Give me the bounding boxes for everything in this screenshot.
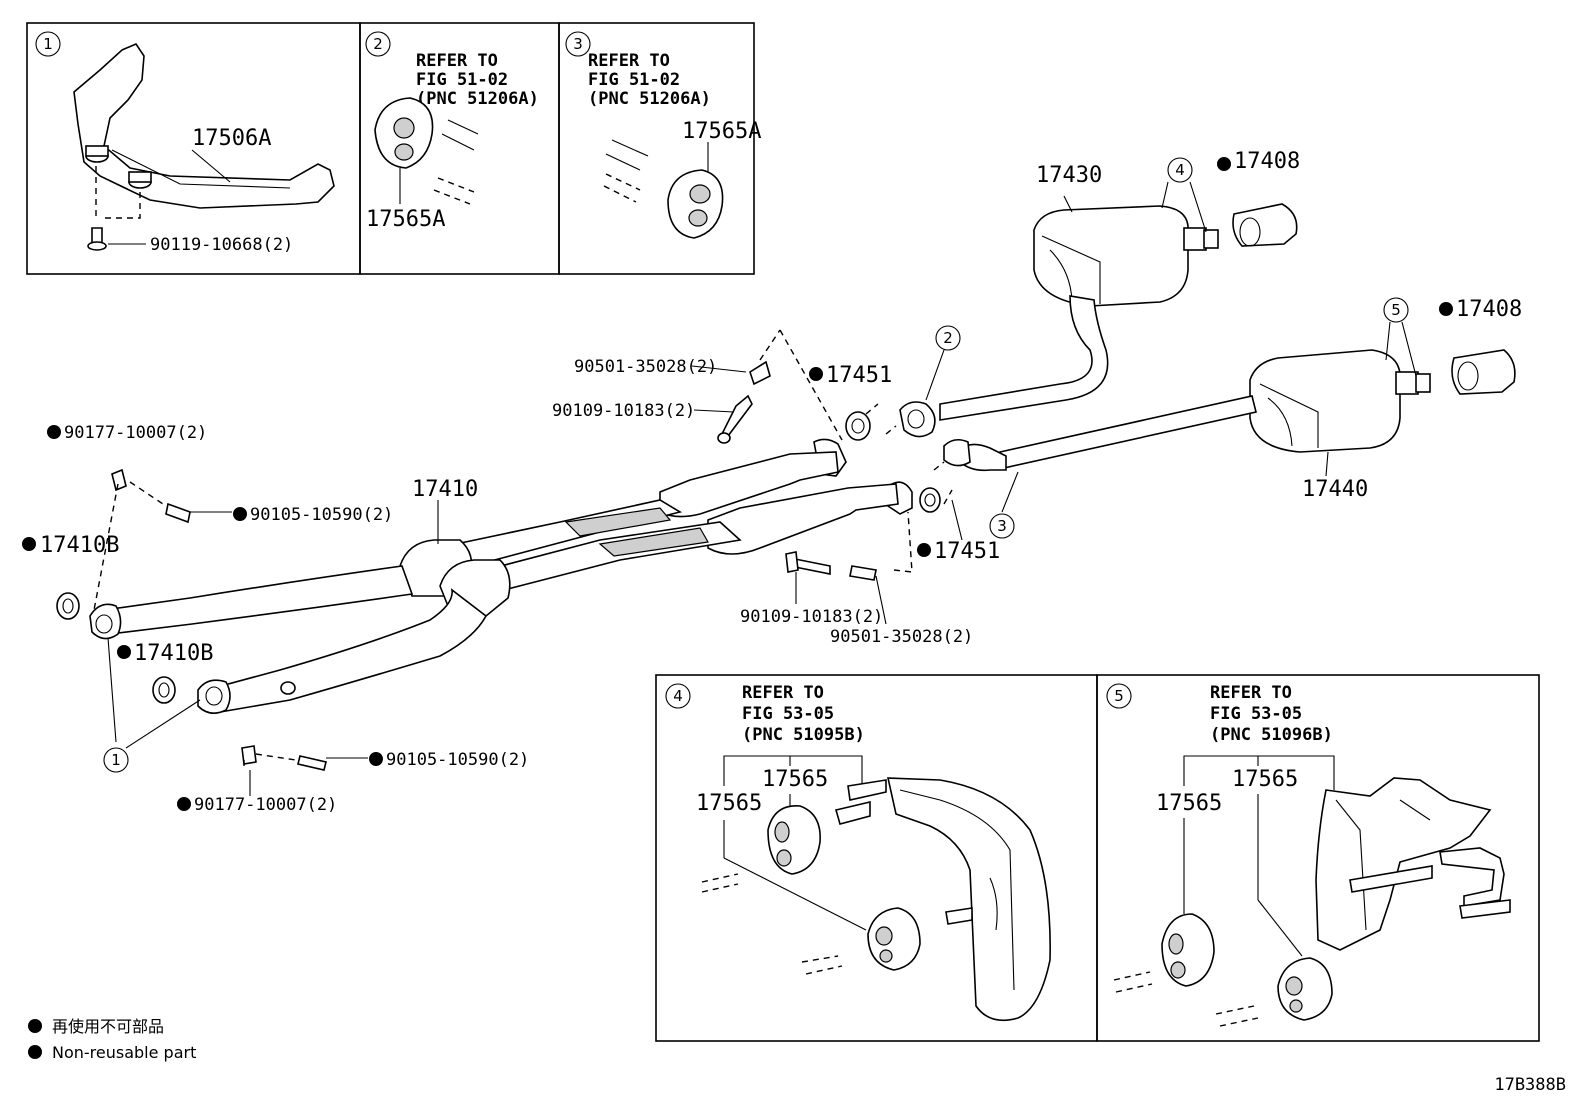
- refer-line-3: (PNC 51096B): [1210, 725, 1333, 745]
- callout-number: 4: [1175, 161, 1185, 179]
- refer-line-3: (PNC 51095B): [742, 725, 865, 745]
- nut-label-90177-lower: 90177-10007(2): [194, 795, 337, 815]
- main-exhaust-assembly: [56, 181, 1516, 796]
- bolt-label-90119: 90119-10668(2): [150, 235, 293, 255]
- bolt-label-90109-upper: 90109-10183(2): [552, 401, 695, 421]
- legend: 再使用不可部品 Non-reusable part: [28, 1017, 196, 1062]
- callout-number: 5: [1391, 301, 1401, 319]
- bolt-label-90109-lower: 90109-10183(2): [740, 607, 883, 627]
- part-label-17451-lower: 17451: [934, 539, 1000, 564]
- part-label-17565-upper: 17565: [762, 767, 828, 792]
- bolt-label-90105-upper: 90105-10590(2): [250, 505, 393, 525]
- inset-hanger-ref-4: 4 REFER TO FIG 53-05 (PNC 51095B) 17565 …: [655, 674, 1098, 1042]
- part-label-17565a: 17565A: [366, 207, 445, 232]
- part-label-17410b-upper: 17410B: [40, 533, 119, 558]
- non-reusable-markers: [22, 157, 1453, 811]
- part-label-17410: 17410: [412, 477, 478, 502]
- refer-line-3: (PNC 51206A): [416, 89, 539, 109]
- part-label-17408-upper: 17408: [1234, 149, 1300, 174]
- inset-number: 4: [673, 687, 683, 705]
- inset-number: 5: [1114, 687, 1124, 705]
- part-label-17451-upper: 17451: [826, 363, 892, 388]
- part-label-17565-lower: 17565: [1156, 791, 1222, 816]
- legend-dot-en: [28, 1045, 42, 1059]
- callout-number: 1: [111, 751, 121, 769]
- part-label-17506a: 17506A: [192, 126, 271, 151]
- part-label-17565-lower: 17565: [696, 791, 762, 816]
- callout-4: 4: [1167, 157, 1193, 183]
- callout-5: 5: [1383, 297, 1409, 323]
- refer-line-1: REFER TO: [1210, 683, 1292, 703]
- bolt-label-90501-upper: 90501-35028(2): [574, 357, 717, 377]
- inset-hanger-ref-3: 3 REFER TO FIG 51-02 (PNC 51206A) 17565A: [558, 22, 761, 275]
- inset-number: 3: [573, 35, 583, 53]
- callout-number: 3: [997, 517, 1007, 535]
- refer-line-3: (PNC 51206A): [588, 89, 711, 109]
- diagram-id: 17B388B: [1494, 1075, 1566, 1095]
- part-label-17408-lower: 17408: [1456, 297, 1522, 322]
- bolt-label-90105-lower: 90105-10590(2): [386, 750, 529, 770]
- refer-line-1: REFER TO: [416, 51, 498, 71]
- part-label-17410b-lower: 17410B: [134, 641, 213, 666]
- inset-number: 1: [43, 35, 53, 53]
- refer-line-1: REFER TO: [588, 51, 670, 71]
- legend-dot-jp: [28, 1019, 42, 1033]
- part-label-17440: 17440: [1302, 477, 1368, 502]
- inset-hanger-ref-2: 2 REFER TO FIG 51-02 (PNC 51206A) 17565A: [359, 22, 560, 275]
- nut-label-90177-upper: 90177-10007(2): [64, 423, 207, 443]
- refer-line-2: FIG 51-02: [416, 70, 508, 90]
- callout-2: 2: [935, 325, 961, 351]
- inset-bracket-17506a: 1 17506A 90119-10668(2): [26, 22, 361, 275]
- callout-number: 2: [943, 329, 953, 347]
- callout-3: 3: [989, 513, 1015, 539]
- part-label-17565-upper: 17565: [1232, 767, 1298, 792]
- refer-line-1: REFER TO: [742, 683, 824, 703]
- bolt-label-90501-lower: 90501-35028(2): [830, 627, 973, 647]
- part-label-17565a: 17565A: [682, 119, 761, 144]
- legend-text-en: Non-reusable part: [52, 1043, 196, 1062]
- legend-text-jp: 再使用不可部品: [52, 1017, 164, 1036]
- refer-line-2: FIG 53-05: [742, 704, 834, 724]
- refer-line-2: FIG 51-02: [588, 70, 680, 90]
- part-label-17430: 17430: [1036, 163, 1102, 188]
- inset-hanger-ref-5: 5 REFER TO FIG 53-05 (PNC 51096B) 17565 …: [1096, 674, 1540, 1042]
- inset-number: 2: [373, 35, 383, 53]
- callout-1: 1: [103, 747, 129, 773]
- refer-line-2: FIG 53-05: [1210, 704, 1302, 724]
